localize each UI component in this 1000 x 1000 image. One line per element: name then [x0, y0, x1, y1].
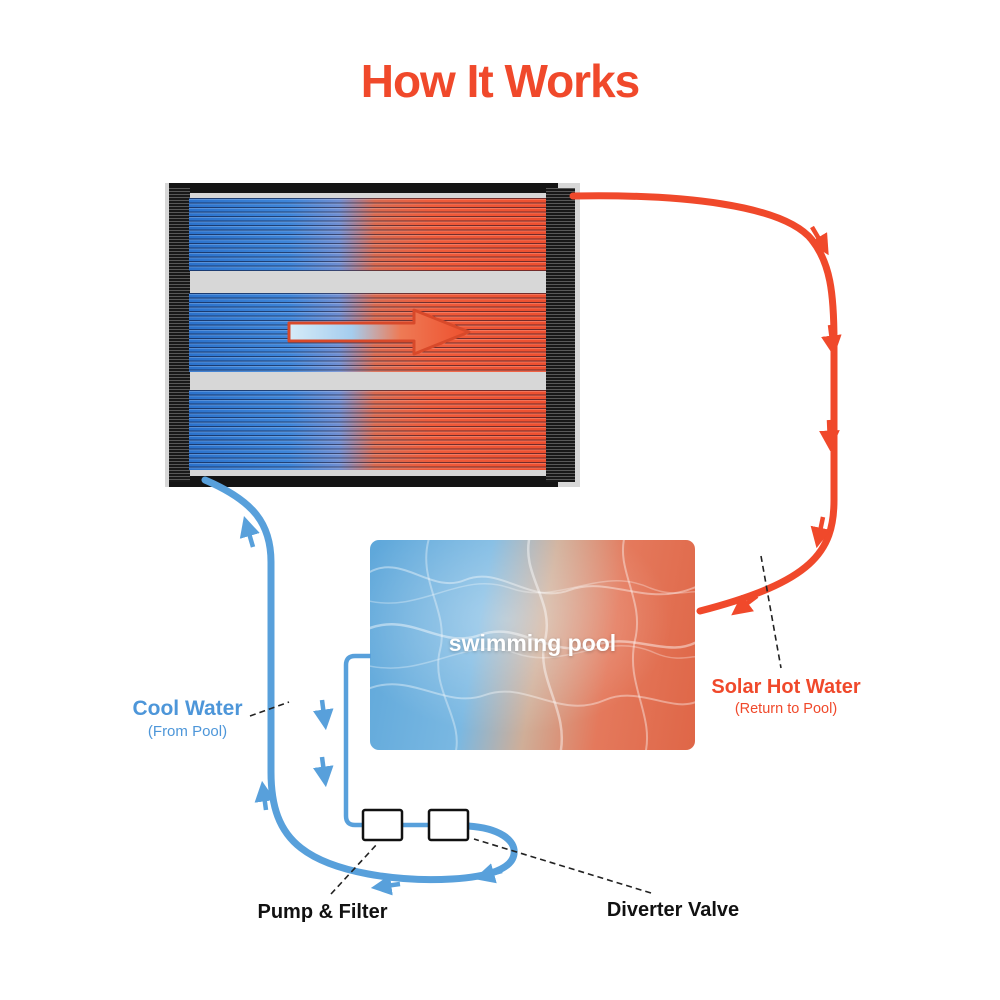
flow-arrow-down-left-icon [731, 594, 759, 616]
swimming-pool: swimming pool [370, 540, 695, 750]
flow-direction-arrow-icon [287, 308, 471, 356]
flow-arrow-up-icon [254, 780, 276, 811]
panel-top-rail [169, 183, 558, 193]
flow-arrow-down-icon [819, 419, 840, 452]
orange-flow-arrow-icons [731, 225, 842, 616]
diverter-pointer-line [473, 838, 652, 894]
solar-hot-pointer-line [760, 555, 782, 669]
panel-bottom-rail [169, 476, 558, 487]
panel-tube-band-top [189, 198, 546, 271]
cool-water-subtitle: (From Pool) [147, 723, 228, 741]
hot-water-pipe [569, 192, 838, 615]
solar-hot-water-title: Solar Hot Water [711, 676, 861, 698]
cool-water-pointer-line [249, 701, 290, 717]
solar-collector-panel [165, 183, 580, 487]
panel-tube-band-bottom [189, 390, 546, 470]
diverter-valve-box [427, 808, 470, 842]
flow-arrow-down-icon [810, 516, 831, 549]
panel-tube-band-middle [189, 293, 546, 372]
pump-pointer-line [330, 842, 379, 895]
solar-hot-water-subtitle: (Return to Pool) [734, 701, 838, 717]
page-title: How It Works [360, 55, 641, 107]
cool-water-label: Cool Water (From Pool) [100, 697, 275, 740]
diverter-valve-label: Diverter Valve [606, 899, 740, 921]
flow-arrow-down-icon [312, 699, 334, 731]
flow-arrow-down-icon [809, 225, 829, 256]
panel-right-manifold [546, 188, 575, 482]
blue-flow-arrow-icons [239, 516, 503, 896]
pointer-lines [249, 555, 782, 895]
water-caustics-texture [370, 540, 695, 750]
pump-filter-label: Pump & Filter [257, 901, 388, 923]
cool-water-title: Cool Water [132, 697, 243, 720]
pump-filter-box [361, 808, 404, 842]
cool-water-pipe [201, 476, 518, 884]
panel-left-manifold [169, 188, 190, 482]
solar-hot-water-label: Solar Hot Water (Return to Pool) [696, 676, 876, 717]
flow-arrow-up-icon [239, 516, 260, 548]
flow-arrow-down-icon [821, 324, 842, 357]
flow-arrow-left-icon [370, 874, 401, 896]
pool-label: swimming pool [448, 630, 617, 657]
flow-arrow-down-icon [312, 756, 334, 788]
flow-arrow-left-icon [474, 863, 503, 884]
pool-to-pump-pipe [343, 653, 470, 828]
